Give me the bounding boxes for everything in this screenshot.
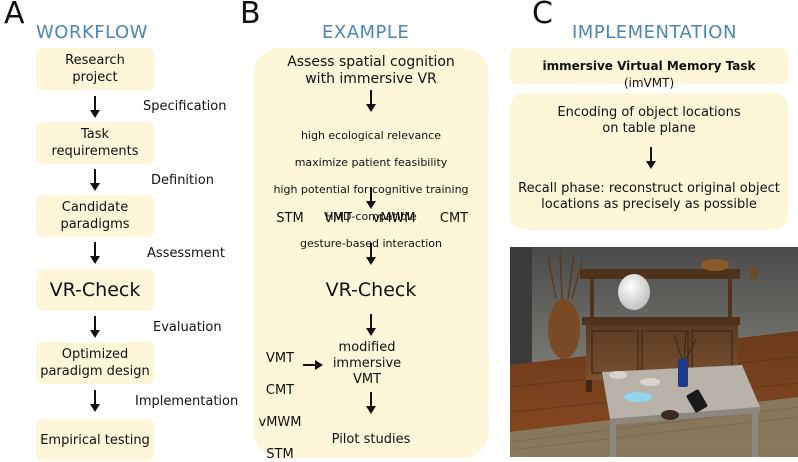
candidate-cmt: CMT xyxy=(439,211,469,226)
transition-specification: Specification xyxy=(143,99,227,114)
arrow-down-icon xyxy=(366,90,376,112)
panel-a-letter: A xyxy=(4,0,25,31)
selected-paradigm: modified immersive VMT xyxy=(332,340,402,387)
arrow-down-icon xyxy=(90,96,100,118)
arrow-right-icon xyxy=(303,360,323,370)
pilot-studies: Pilot studies xyxy=(331,432,411,447)
step-candidate-paradigms: Candidate paradigms xyxy=(36,195,154,237)
arrow-down-icon xyxy=(366,314,376,336)
example-vr-check: VR-Check xyxy=(325,279,417,301)
example-goal: Assess spatial cognition with immersive … xyxy=(287,54,455,87)
encoding-phase: Encoding of object locations on table pl… xyxy=(557,105,741,136)
criterion: high ecological relevance xyxy=(300,128,442,142)
recall-phase: Recall phase: reconstruct original objec… xyxy=(518,181,780,212)
arrow-down-icon xyxy=(90,390,100,412)
step-optimized-paradigm-design: Optimized paradigm design xyxy=(36,342,154,384)
panel-b-letter: B xyxy=(240,0,261,31)
step-research-project: Research project xyxy=(36,48,154,90)
transition-definition: Definition xyxy=(151,173,214,188)
ranked-item: vMWM xyxy=(258,415,302,430)
panel-c-letter: C xyxy=(532,0,553,31)
criterion: gesture-based interaction xyxy=(300,236,442,250)
arrow-down-icon xyxy=(366,187,376,209)
arrow-down-icon xyxy=(90,169,100,191)
panel-c-title: IMPLEMENTATION xyxy=(572,22,737,43)
criterion: high potential for cognitive training xyxy=(273,182,469,196)
ranked-item: CMT xyxy=(265,383,295,398)
task-abbrev: (imVMT) xyxy=(623,75,675,90)
ranked-item: VMT xyxy=(265,351,295,366)
transition-evaluation: Evaluation xyxy=(153,320,222,335)
panel-b-title: EXAMPLE xyxy=(322,22,410,43)
arrow-down-icon xyxy=(90,242,100,264)
arrow-down-icon xyxy=(90,316,100,338)
ranked-item: STM xyxy=(266,447,294,462)
step-task-requirements: Task requirements xyxy=(36,122,154,164)
ranked-list: VMT CMT vMWM STM xyxy=(257,335,303,462)
transition-implementation: Implementation xyxy=(135,394,239,409)
task-name-box: immersive Virtual Memory Task (imVMT) xyxy=(510,48,788,90)
criterion: maximize patient feasibility xyxy=(294,155,448,169)
criteria-list: high ecological relevance maximize patie… xyxy=(253,115,489,264)
transition-assessment: Assessment xyxy=(147,246,225,261)
step-empirical-testing: Empirical testing xyxy=(36,419,154,461)
arrow-down-icon xyxy=(366,243,376,265)
criterion: HMD-compatible xyxy=(325,209,417,223)
arrow-down-icon xyxy=(646,147,656,169)
candidate-vmt: VMT xyxy=(323,211,353,226)
candidate-vmwm: vMWM xyxy=(372,211,416,226)
step-vr-check: VR-Check xyxy=(36,269,154,311)
vr-scene-image xyxy=(510,247,798,457)
panel-a-title: WORKFLOW xyxy=(36,22,148,43)
arrow-down-icon xyxy=(366,392,376,414)
task-name: immersive Virtual Memory Task xyxy=(542,58,756,73)
candidate-stm: STM xyxy=(276,211,304,226)
